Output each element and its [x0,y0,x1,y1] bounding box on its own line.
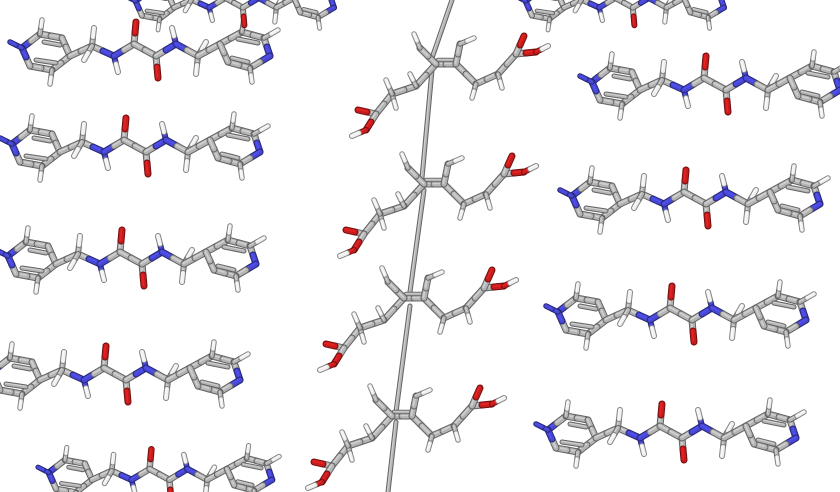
oxamide-molecule [577,49,840,121]
oxamide-molecule [533,397,807,469]
oxamide-molecule [0,223,267,295]
backbone-bond [393,303,413,415]
oxamide-molecule [557,163,831,235]
oxamide-molecule [0,111,271,183]
backbone-bond [407,187,427,295]
diacid-molecule [349,31,551,139]
backbone-bond [419,67,435,181]
oxamide-molecule [543,279,817,351]
oxamide-molecule [7,15,281,87]
backbone-bond [429,0,455,61]
oxamide-molecule [35,443,282,492]
diacid-molecule [305,383,507,491]
oxamide-molecule [517,0,727,33]
oxamide-molecule [127,0,337,33]
oxamide-molecule [0,339,251,411]
diacid-molecule [337,151,539,259]
backbone-bond [385,419,399,492]
diacid-molecule [317,265,519,373]
